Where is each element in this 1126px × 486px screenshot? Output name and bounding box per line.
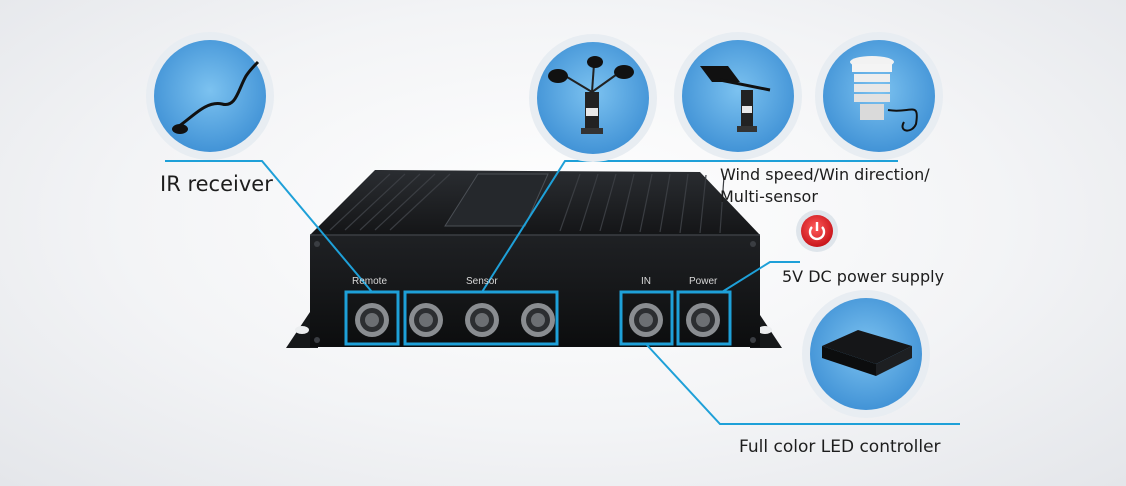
connector-power [686, 303, 720, 337]
connector-remote [355, 303, 389, 337]
connector-sensor-2 [465, 303, 499, 337]
sensor-port-label: Sensor [466, 276, 498, 287]
remote-port-label: Remote [352, 276, 388, 287]
led-controller-label: Full color LED controller [739, 437, 941, 457]
connectors [355, 303, 720, 337]
anemometer-icon [529, 34, 657, 162]
callout-lines [165, 160, 960, 425]
multi-sensor-icon [815, 32, 943, 160]
power-supply-label: 5V DC power supply [782, 267, 945, 286]
wind-label-line2: Multi-sensor [720, 187, 818, 206]
in-port-label: IN [641, 276, 651, 287]
ir-receiver-icon [146, 32, 274, 160]
ir-receiver-label: IR receiver [160, 172, 273, 196]
power-button-icon [796, 210, 838, 252]
wind-vane-icon [674, 32, 802, 160]
connector-sensor-1 [409, 303, 443, 337]
connector-in [629, 303, 663, 337]
power-port-label: Power [689, 276, 718, 287]
led-controller-icon [802, 290, 930, 418]
connector-sensor-3 [521, 303, 555, 337]
wind-label-line1: Wind speed/Win direction/ [720, 165, 930, 184]
